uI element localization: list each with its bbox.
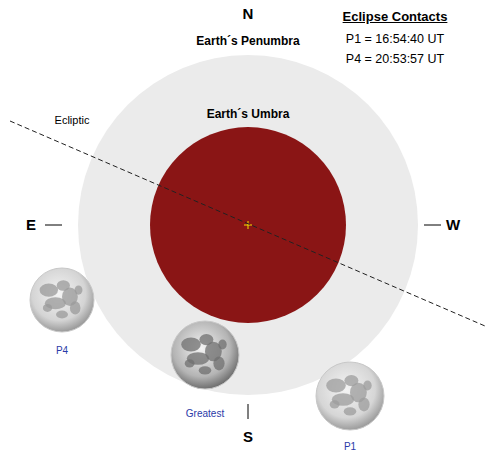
moon-disc bbox=[316, 362, 384, 430]
contact-time: P4 = 20:53:57 UT bbox=[346, 52, 444, 66]
ecliptic-line bbox=[10, 121, 485, 326]
south-tick bbox=[248, 404, 249, 419]
contact-label: P4 bbox=[56, 345, 68, 356]
east-dash bbox=[45, 225, 62, 226]
moon-p1: P1 bbox=[315, 361, 385, 431]
moon-mare bbox=[56, 311, 68, 319]
moon-mare bbox=[70, 301, 81, 314]
moon-p4: P4 bbox=[29, 267, 95, 333]
compass-east: E bbox=[26, 216, 36, 233]
penumbra-circle: Earth´s PenumbraEarth´s Umbra bbox=[78, 55, 418, 395]
moon-mare bbox=[330, 400, 340, 408]
moon-mare bbox=[363, 381, 371, 391]
moon-disc bbox=[30, 268, 94, 332]
compass-north: N bbox=[243, 5, 254, 22]
moon-mare bbox=[181, 338, 201, 352]
shadow-disc bbox=[150, 127, 346, 323]
shadow-label: Earth´s Umbra bbox=[207, 107, 290, 121]
west-dash bbox=[424, 225, 441, 226]
contact-label: P1 bbox=[344, 441, 356, 452]
moon-mare bbox=[344, 407, 357, 415]
moon-mare bbox=[218, 340, 226, 350]
contact-time: P1 = 16:54:40 UT bbox=[346, 32, 444, 46]
compass-south: S bbox=[243, 428, 253, 445]
contact-label: Greatest bbox=[186, 408, 224, 419]
umbra-circle: Earth´s Umbra bbox=[150, 127, 346, 323]
compass-west: W bbox=[446, 216, 460, 233]
moon-greatest: Greatest bbox=[170, 320, 240, 390]
moon-mare bbox=[213, 356, 224, 370]
shadow-disc bbox=[78, 55, 418, 395]
moon-p4-outline bbox=[29, 267, 95, 333]
ecliptic-label: Ecliptic bbox=[55, 114, 90, 126]
moon-mare bbox=[75, 285, 83, 294]
moon-mare bbox=[40, 284, 58, 297]
moon-mare bbox=[43, 304, 52, 312]
moon-mare bbox=[199, 366, 212, 374]
center-mark bbox=[248, 221, 249, 229]
moon-disc bbox=[171, 321, 239, 389]
moon-greatest-outline bbox=[170, 320, 240, 390]
umbra-circle-outline bbox=[150, 127, 346, 323]
moon-mare bbox=[358, 397, 369, 411]
moon-mare bbox=[185, 359, 195, 367]
contacts-heading: Eclipse Contacts bbox=[343, 9, 448, 24]
moon-mare bbox=[326, 379, 346, 393]
shadow-label: Earth´s Penumbra bbox=[196, 34, 299, 48]
moon-p1-outline bbox=[315, 361, 385, 431]
